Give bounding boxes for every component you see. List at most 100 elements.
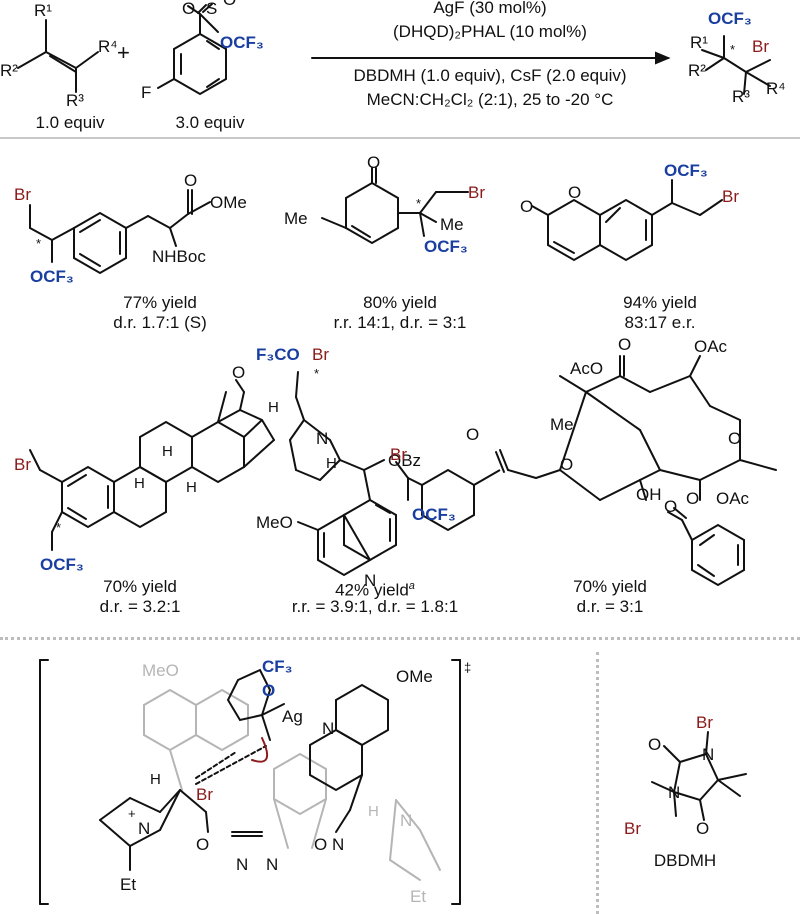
dbdmh-name: DBDMH <box>653 851 717 870</box>
product-4-structure <box>29 379 275 551</box>
svg-text:O: O <box>232 363 245 382</box>
svg-text:F₃CO: F₃CO <box>256 345 300 364</box>
svg-text:N: N <box>236 855 248 874</box>
svg-text:O: O <box>618 335 631 354</box>
svg-text:MeO: MeO <box>256 513 293 532</box>
product-6-yield: 70% yield <box>573 577 647 596</box>
product-3-detail: 83:17 e.r. <box>624 313 696 332</box>
svg-text:N: N <box>702 745 714 764</box>
svg-text:OCF₃: OCF₃ <box>664 161 708 180</box>
svg-text:O: O <box>196 835 209 854</box>
svg-text:N: N <box>266 855 278 874</box>
svg-text:R²: R² <box>688 61 706 80</box>
svg-text:Me: Me <box>284 209 308 228</box>
product-br: Br <box>752 37 769 56</box>
svg-text:CF₃: CF₃ <box>262 657 293 676</box>
svg-text:H: H <box>368 803 379 820</box>
svg-text:O: O <box>314 835 327 854</box>
svg-text:Br: Br <box>696 713 713 732</box>
sulfonate-ocf3: OCF₃ <box>220 33 264 52</box>
vertical-dotted-separator <box>596 652 599 914</box>
svg-text:OCF₃: OCF₃ <box>424 237 468 256</box>
product-3-structure <box>531 179 723 262</box>
product-6-structure <box>395 355 777 587</box>
product-5-detail: r.r. = 3.9:1, d.r. = 1.8:1 <box>291 597 459 616</box>
svg-text:R¹: R¹ <box>690 33 708 52</box>
svg-text:O: O <box>696 819 709 838</box>
svg-text:OCF₃: OCF₃ <box>412 505 456 524</box>
svg-text:O: O <box>560 455 573 474</box>
dbdmh-structure <box>651 731 747 821</box>
svg-text:Br: Br <box>468 183 485 202</box>
product-4-detail: d.r. = 3.2:1 <box>99 597 181 616</box>
svg-text:*: * <box>416 196 421 211</box>
svg-text:O: O <box>182 0 195 18</box>
svg-text:Et: Et <box>120 875 136 894</box>
reagent2-equiv: 3.0 equiv <box>175 113 245 132</box>
condition-2: (DHQD)₂PHAL (10 mol%) <box>393 22 587 41</box>
svg-text:R³: R³ <box>732 87 750 106</box>
svg-text:Et: Et <box>410 887 426 906</box>
condition-4: MeCN:CH₂Cl₂ (2:1), 25 to -20 °C <box>366 90 614 109</box>
product-5-structure <box>289 371 397 577</box>
svg-text:N: N <box>322 719 334 738</box>
svg-text:Br: Br <box>390 445 407 464</box>
svg-text:N: N <box>316 429 328 448</box>
svg-text:OH: OH <box>636 485 662 504</box>
svg-text:Br: Br <box>14 185 31 204</box>
transition-state-bracket <box>39 659 461 905</box>
svg-text:O: O <box>728 429 741 448</box>
sulfonate-f: F <box>141 83 151 102</box>
product-structure <box>701 35 771 95</box>
svg-text:OBz: OBz <box>388 451 421 470</box>
svg-text:OMe: OMe <box>396 667 433 686</box>
product-5-yield: 42% yielda <box>335 580 415 600</box>
product-3-yield: 94% yield <box>623 293 697 312</box>
transition-state-black <box>99 668 389 871</box>
svg-text:H: H <box>134 475 145 492</box>
product-1-yield: 77% yield <box>123 293 197 312</box>
svg-text:Br: Br <box>624 819 641 838</box>
svg-text:*: * <box>36 236 41 251</box>
condition-1: AgF (30 mol%) <box>433 0 547 17</box>
plus-sign: + <box>117 40 130 65</box>
svg-text:OCF₃: OCF₃ <box>40 555 84 574</box>
svg-text:OAc: OAc <box>694 337 728 356</box>
r1-label: R¹ <box>34 1 52 20</box>
svg-text:+: + <box>128 806 136 821</box>
separator-line <box>0 137 800 139</box>
dotted-separator <box>0 637 800 640</box>
svg-text:*: * <box>314 366 319 381</box>
svg-text:Br: Br <box>196 785 213 804</box>
svg-text:H: H <box>186 479 197 496</box>
r4-label: R⁴ <box>98 37 118 56</box>
svg-text:N: N <box>400 811 412 830</box>
product-ocf3: OCF₃ <box>708 9 752 28</box>
svg-text:O: O <box>664 497 677 516</box>
svg-text:O: O <box>262 681 275 700</box>
svg-text:H: H <box>326 455 337 472</box>
reagent1-equiv: 1.0 equiv <box>35 113 105 132</box>
svg-text:*: * <box>730 42 735 57</box>
svg-text:N: N <box>668 783 680 802</box>
svg-text:O: O <box>223 0 236 9</box>
svg-text:Me: Me <box>550 415 574 434</box>
r3-label: R³ <box>66 91 84 110</box>
svg-text:Br: Br <box>14 455 31 474</box>
svg-text:NHBoc: NHBoc <box>152 247 206 266</box>
svg-text:O: O <box>568 183 581 202</box>
svg-text:O: O <box>648 735 661 754</box>
product-2-detail: r.r. 14:1, d.r. = 3:1 <box>333 313 467 332</box>
product-1-structure <box>29 189 211 275</box>
svg-text:MeO: MeO <box>142 661 179 680</box>
product-2-structure <box>321 167 469 245</box>
svg-text:N: N <box>138 819 150 838</box>
svg-text:H: H <box>150 771 161 788</box>
alkene-structure <box>17 19 99 93</box>
svg-text:‡: ‡ <box>464 660 471 675</box>
svg-text:AcO: AcO <box>570 359 603 378</box>
svg-text:OCF₃: OCF₃ <box>30 267 74 286</box>
svg-text:N: N <box>364 571 376 590</box>
